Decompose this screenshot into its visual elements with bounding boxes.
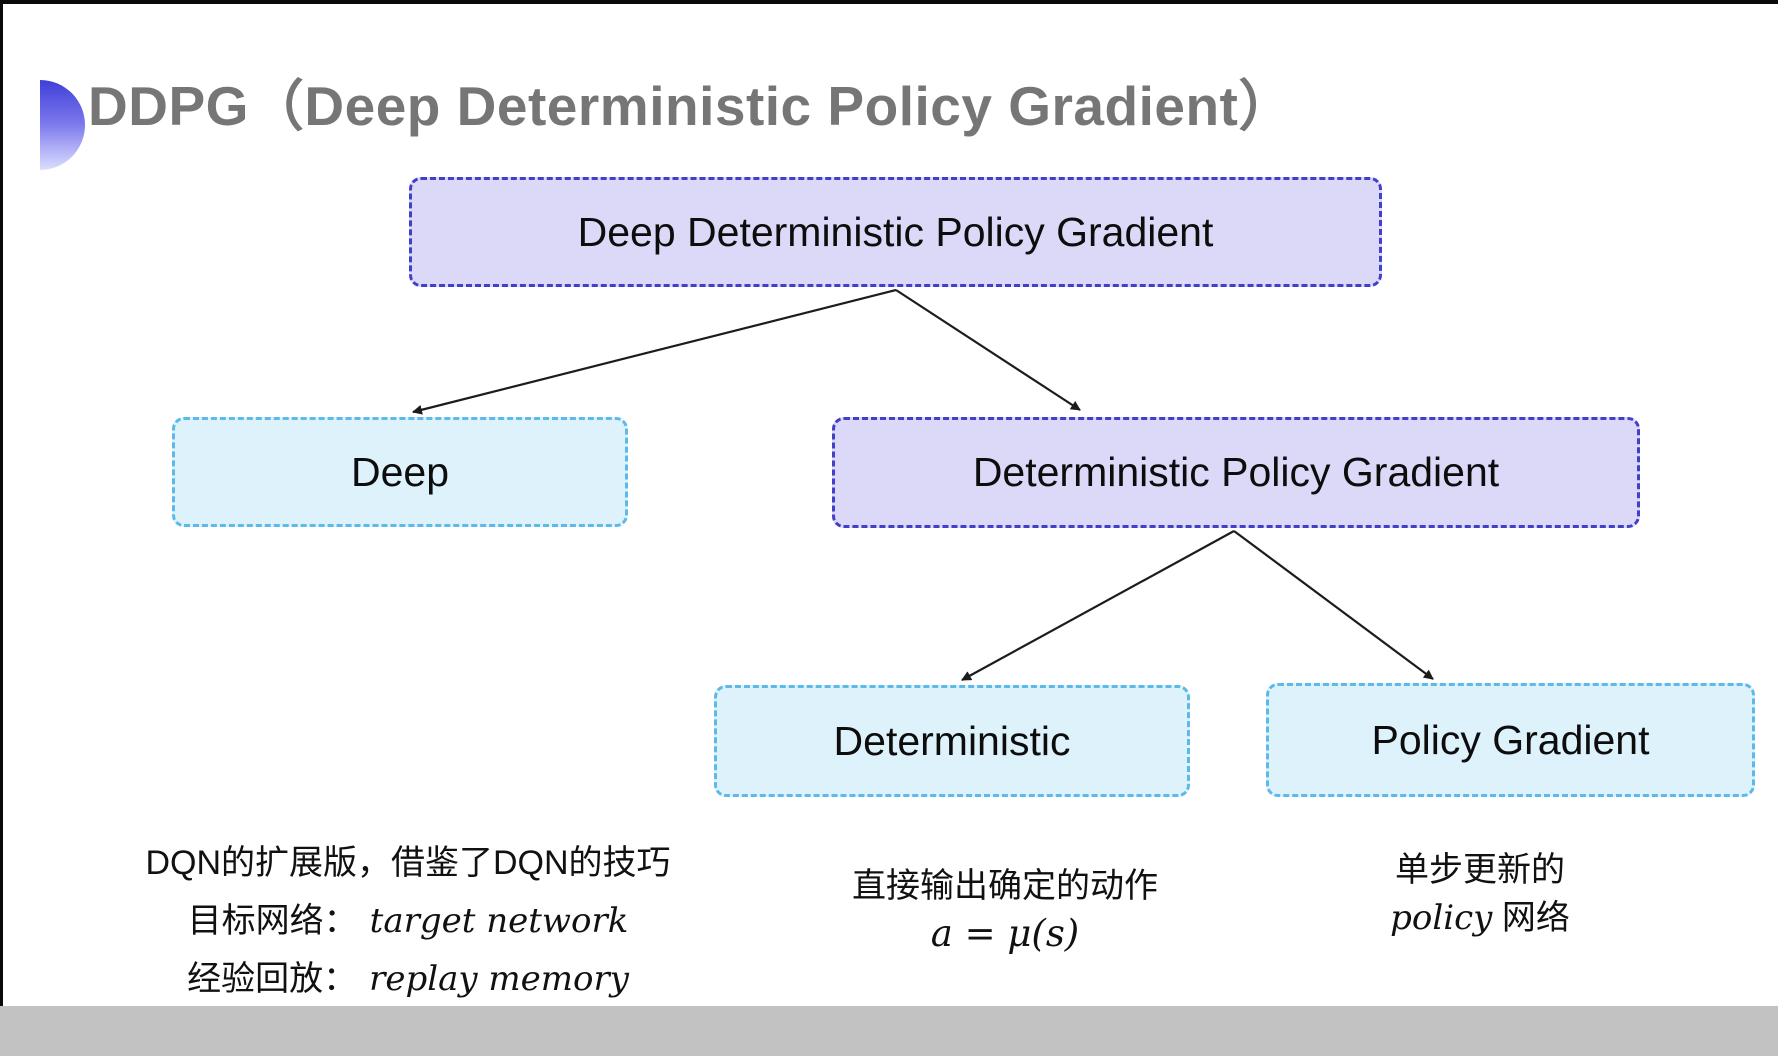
node-deep: Deep xyxy=(172,417,628,527)
note-deep-line1: DQN的扩展版，借鉴了DQN的技巧 xyxy=(145,844,671,882)
top-edge-line xyxy=(0,0,1778,4)
node-root-label: Deep Deterministic Policy Gradient xyxy=(577,208,1214,255)
node-policy-gradient-label: Policy Gradient xyxy=(1371,716,1650,763)
note-deep-line2-value: target network xyxy=(369,901,629,941)
node-deep-label: Deep xyxy=(350,448,449,495)
note-deep: DQN的扩展版，借鉴了DQN的技巧 目标网络： target network 经验… xyxy=(118,834,698,1008)
note-policy-gradient-line1: 单步更新的 xyxy=(1395,851,1565,889)
note-deterministic: 直接输出确定的动作 a = μ(s) xyxy=(790,862,1220,958)
note-deep-line3-label: 经验回放： xyxy=(187,960,358,998)
note-policy-gradient-line2-italic: policy xyxy=(1390,898,1493,938)
note-deep-line3: 经验回放： replay memory xyxy=(118,950,698,1008)
node-policy-gradient: Policy Gradient xyxy=(1266,683,1755,797)
note-deep-line3-value: replay memory xyxy=(369,959,629,999)
note-deterministic-formula: a = μ(s) xyxy=(930,912,1080,955)
note-deep-line2-label: 目标网络： xyxy=(187,902,358,940)
note-policy-gradient: 单步更新的 policy 网络 xyxy=(1280,846,1680,942)
note-policy-gradient-line2: policy 网络 xyxy=(1280,894,1680,942)
note-deterministic-line1: 直接输出确定的动作 xyxy=(852,867,1158,905)
half-circle-icon xyxy=(40,80,85,170)
bottom-letterbox xyxy=(0,1006,1778,1056)
left-edge-line xyxy=(0,0,3,1006)
node-deterministic-policy-gradient: Deterministic Policy Gradient xyxy=(832,417,1640,528)
arrow-root-to-dpg xyxy=(895,289,1081,411)
node-deterministic-label: Deterministic xyxy=(833,717,1071,764)
node-dpg-label: Deterministic Policy Gradient xyxy=(972,449,1500,495)
arrow-dpg-to-deterministic xyxy=(961,530,1235,681)
arrow-dpg-to-policy-gradient xyxy=(1233,530,1434,680)
note-policy-gradient-line2-rest: 网络 xyxy=(1492,899,1570,937)
slide-title: DDPG（Deep Deterministic Policy Gradient） xyxy=(88,75,1294,137)
node-deterministic: Deterministic xyxy=(714,685,1190,797)
node-root: Deep Deterministic Policy Gradient xyxy=(409,177,1382,287)
arrow-root-to-deep xyxy=(412,288,897,415)
note-deep-line2: 目标网络： target network xyxy=(118,892,698,950)
